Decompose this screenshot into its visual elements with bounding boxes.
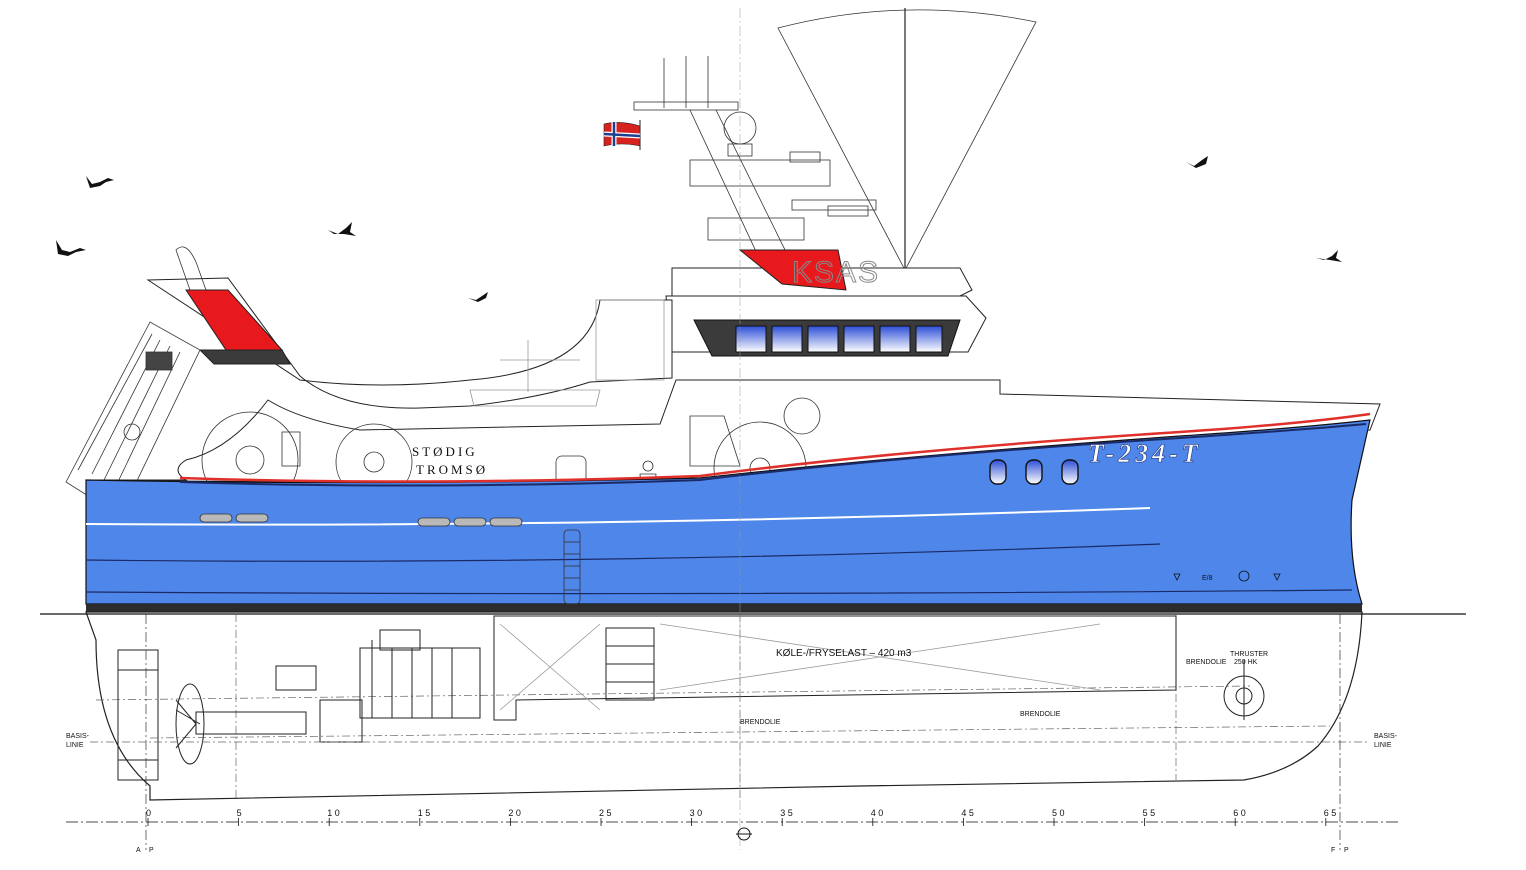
basis-line-left-1: BASIS-	[66, 733, 90, 740]
frame-scale	[66, 8, 1400, 850]
window-pane	[807, 325, 839, 353]
aft-perpendicular-a: A	[136, 847, 141, 854]
norwegian-flag-icon	[603, 120, 641, 150]
boarding-ladder	[563, 529, 581, 605]
fuel-tank-aft-label: BRENDOLIE	[740, 719, 781, 726]
basis-line-right-1: BASIS-	[1374, 733, 1398, 740]
vessel-name: STØDIG	[412, 444, 478, 459]
thruster-label-line2: 250 HK	[1234, 659, 1258, 666]
fore-perpendicular-p: P	[1344, 847, 1349, 854]
scale-tick-label: 5 5	[1143, 808, 1156, 818]
scale-tick-label: 5	[237, 808, 242, 818]
portholes	[989, 459, 1079, 485]
vessel-home-port: TROMSØ	[416, 462, 488, 477]
scale-tick-label: 6 5	[1324, 808, 1337, 818]
window-pane	[735, 325, 767, 353]
cargo-hold-label: KØLE-/FRYSELAST – 420 m3	[776, 648, 912, 659]
cargo-hold	[493, 615, 1177, 721]
scale-tick-label: 4 5	[961, 808, 974, 818]
rudder	[117, 649, 159, 781]
window-pane	[915, 325, 943, 353]
scale-tick-label: 0	[146, 808, 151, 818]
lifeboat-ghost	[469, 299, 665, 407]
lower-hull	[85, 611, 1363, 801]
scale-tick-label: 2 0	[508, 808, 521, 818]
bow-thruster	[1223, 660, 1265, 720]
thruster-label-line1: THRUSTER	[1230, 651, 1268, 658]
scale-tick-label: 5 0	[1052, 808, 1065, 818]
scale-tick-label: 3 5	[780, 808, 793, 818]
mast-structure	[633, 56, 877, 261]
basis-line-left-2: LINIE	[66, 742, 84, 749]
main-engine	[275, 629, 481, 743]
scale-tick-label: 1 5	[418, 808, 431, 818]
fore-perpendicular-f: F	[1331, 847, 1335, 854]
scale-tick-label: 6 0	[1233, 808, 1246, 818]
bird-icon	[56, 156, 1342, 302]
scale-tick-label: 1 0	[327, 808, 340, 818]
porthole	[1061, 459, 1079, 485]
draft-mark: E/8	[1202, 575, 1213, 582]
radar-sweep-arc	[777, 8, 1037, 271]
wheelhouse-windows	[735, 325, 943, 353]
registration-number: T-234-T	[1088, 439, 1202, 468]
aft-funnel	[175, 246, 291, 365]
porthole	[989, 459, 1007, 485]
window-pane	[879, 325, 911, 353]
window-pane	[771, 325, 803, 353]
hull-fenders	[199, 513, 523, 527]
aft-perpendicular-p: P	[149, 847, 154, 854]
propeller-shaft	[175, 683, 307, 765]
scale-tick-label: 4 0	[871, 808, 884, 818]
window-pane	[843, 325, 875, 353]
fuel-tank-mid-label: BRENDOLIE	[1020, 711, 1061, 718]
basis-line-right-2: LINIE	[1374, 742, 1392, 749]
frame-scale-ticks: 0 5 1 0 1 5 2 0 2 5 3 0 3 5 4 0 4 5 5 0 5 5 6 0 6 5	[146, 808, 1336, 826]
draft-mark-icons	[1173, 570, 1281, 582]
scale-tick-label: 2 5	[599, 808, 612, 818]
scale-tick-label: 3 0	[690, 808, 703, 818]
hull-blue	[85, 412, 1371, 612]
fuel-tank-fwd-label: BRENDOLIE	[1186, 659, 1227, 666]
porthole	[1025, 459, 1043, 485]
funnel-mark-text: KSAS	[792, 256, 880, 289]
